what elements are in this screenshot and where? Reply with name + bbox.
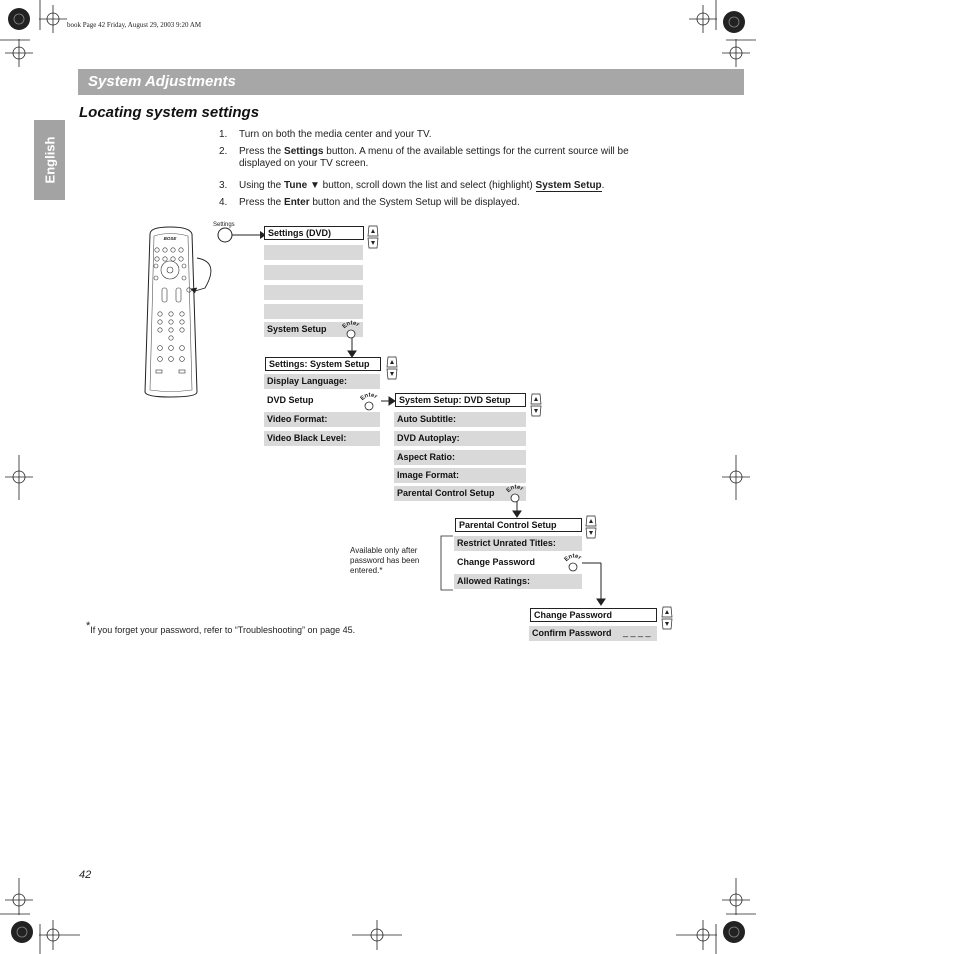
footnote: *If you forget your password, refer to “… xyxy=(86,620,356,635)
step-text: Turn on both the media center and your T… xyxy=(239,129,432,140)
settings-dvd-menu-item[interactable] xyxy=(264,304,363,319)
settings-dvd-menu-title: Settings (DVD) xyxy=(264,226,364,240)
settings-dvd-menu-item-system-setup[interactable]: System Setup xyxy=(264,322,363,337)
enter-button-icon xyxy=(564,553,584,572)
parental-menu-item-change-password[interactable]: Change Password xyxy=(454,555,582,570)
enter-button-icon xyxy=(360,392,380,411)
up-down-arrows-icon xyxy=(386,356,398,380)
step-text: Using the Tune ▼ button, scroll down the… xyxy=(239,180,605,192)
settings-button-callout xyxy=(217,227,266,243)
bracket-note: Available only after password has been e… xyxy=(350,546,420,575)
confirm-password-field[interactable]: Confirm Password _ _ _ _ xyxy=(529,626,657,641)
dvd-setup-menu-item[interactable]: DVD Autoplay: xyxy=(394,431,526,446)
step-number: 4. xyxy=(219,197,228,208)
section-title: Locating system settings xyxy=(79,104,260,121)
parental-menu-item[interactable]: Allowed Ratings: xyxy=(454,574,582,589)
password-menu-title: Change Password xyxy=(530,608,657,622)
up-down-arrows-icon xyxy=(530,393,542,417)
system-setup-menu-title: Settings: System Setup xyxy=(265,357,381,371)
dvd-setup-menu-item-parental-control[interactable]: Parental Control Setup xyxy=(394,486,526,501)
system-setup-menu-item[interactable]: Display Language: xyxy=(264,374,380,389)
system-setup-menu-item[interactable]: Video Format: xyxy=(264,412,380,427)
parental-menu-item[interactable]: Restrict Unrated Titles: xyxy=(454,536,582,551)
chapter-banner: System Adjustments xyxy=(78,69,744,95)
up-down-arrows-icon xyxy=(661,606,673,630)
up-down-arrows-icon xyxy=(585,515,597,539)
instruction-steps: 1. Turn on both the media center and your… xyxy=(219,129,649,219)
dvd-setup-menu-item[interactable]: Image Format: xyxy=(394,468,526,483)
dvd-setup-menu-item[interactable]: Auto Subtitle: xyxy=(394,412,526,427)
chapter-title: System Adjustments xyxy=(88,73,236,90)
step-text: Press the Enter button and the System Se… xyxy=(239,197,520,208)
settings-dvd-menu-item[interactable] xyxy=(264,245,363,260)
remote-brand-logo: BOSE xyxy=(164,236,178,241)
settings-dvd-menu-item[interactable] xyxy=(264,265,363,280)
page-number: 42 xyxy=(79,869,92,881)
remote-control-illustration: BOSE xyxy=(144,226,212,398)
step-text: Press the Settings button. A menu of the… xyxy=(239,146,629,169)
dvd-setup-menu-item[interactable]: Aspect Ratio: xyxy=(394,450,526,465)
system-setup-menu-item[interactable]: Video Black Level: xyxy=(264,431,380,446)
password-dashes: _ _ _ _ xyxy=(623,627,651,637)
step-number: 2. xyxy=(219,146,228,157)
enter-button-icon xyxy=(506,484,526,503)
settings-button-label: Settings xyxy=(213,222,235,228)
dvd-setup-menu-title: System Setup: DVD Setup xyxy=(395,393,526,407)
step-number: 3. xyxy=(219,180,228,191)
print-header: book Page 42 Friday, August 29, 2003 9:2… xyxy=(67,21,202,29)
system-setup-menu-item-dvd-setup[interactable]: DVD Setup xyxy=(264,393,380,408)
up-down-arrows-icon xyxy=(367,225,379,249)
language-tab: English xyxy=(34,120,65,200)
step-number: 1. xyxy=(219,129,228,140)
parental-menu-title: Parental Control Setup xyxy=(455,518,582,532)
enter-button-icon xyxy=(342,320,362,339)
settings-dvd-menu-item[interactable] xyxy=(264,285,363,300)
